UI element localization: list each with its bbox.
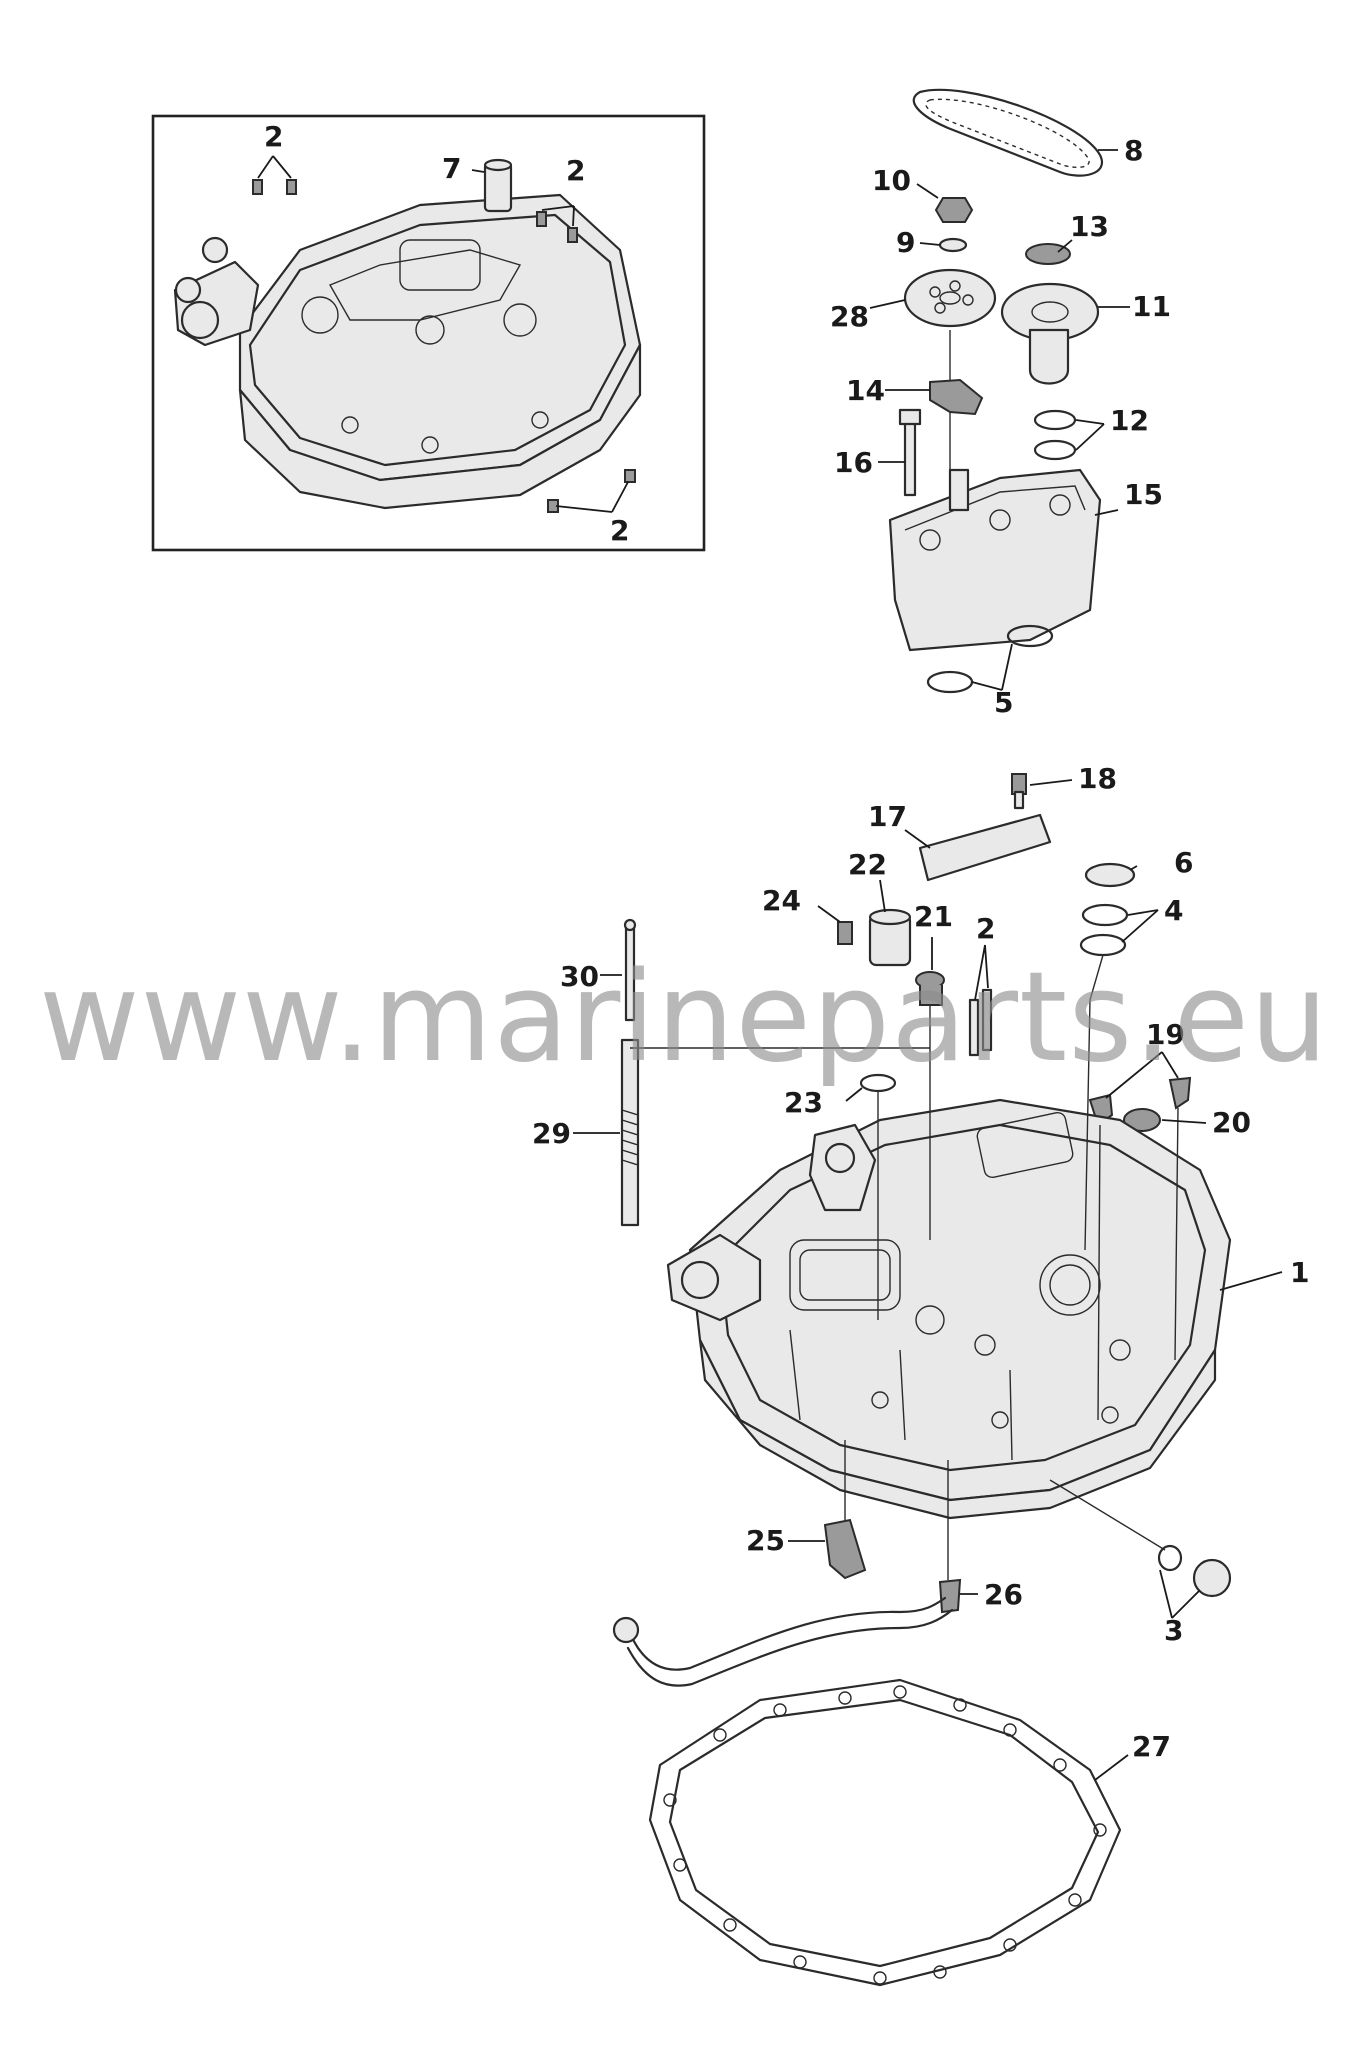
inset-housing-view	[151, 114, 706, 552]
callout-14: 14	[846, 374, 885, 407]
callout-2-inset-top-left: 2	[264, 120, 283, 153]
watermark-text: www.marineparts.eu	[39, 946, 1329, 1090]
callout-9: 9	[896, 226, 915, 259]
callout-labels: 1 2 2 2 2 3 4 5 6 7 8 9 10 11 12 13 14 1…	[264, 120, 1309, 1763]
callout-12: 12	[1110, 404, 1149, 437]
callout-24: 24	[762, 884, 801, 917]
callout-19: 19	[1146, 1018, 1185, 1051]
callout-4: 4	[1164, 894, 1183, 927]
callout-21: 21	[914, 900, 953, 933]
callout-5: 5	[994, 686, 1013, 719]
main-housing-group	[573, 773, 1283, 1987]
callout-10: 10	[872, 164, 911, 197]
callout-3: 3	[1164, 1614, 1183, 1647]
callout-22: 22	[848, 848, 887, 881]
pump-assembly-group	[869, 88, 1130, 694]
callout-29: 29	[532, 1117, 571, 1150]
callout-6: 6	[1174, 846, 1193, 879]
callout-17: 17	[868, 800, 907, 833]
callout-23: 23	[784, 1086, 823, 1119]
callout-30: 30	[560, 960, 599, 993]
callout-16: 16	[834, 446, 873, 479]
inset-frame	[151, 114, 706, 552]
callout-2-inset-top-right: 2	[566, 154, 585, 187]
callout-2-main: 2	[976, 912, 995, 945]
callout-18: 18	[1078, 762, 1117, 795]
callout-28: 28	[830, 300, 869, 333]
callout-11: 11	[1132, 290, 1171, 323]
callout-15: 15	[1124, 478, 1163, 511]
callout-26: 26	[984, 1578, 1023, 1611]
callout-20: 20	[1212, 1106, 1251, 1139]
callout-13: 13	[1070, 210, 1109, 243]
callout-25: 25	[746, 1524, 785, 1557]
callout-27: 27	[1132, 1730, 1171, 1763]
callout-2-inset-bottom: 2	[610, 514, 629, 547]
callout-7: 7	[442, 152, 461, 185]
callout-1: 1	[1290, 1256, 1309, 1289]
callout-8: 8	[1124, 134, 1143, 167]
